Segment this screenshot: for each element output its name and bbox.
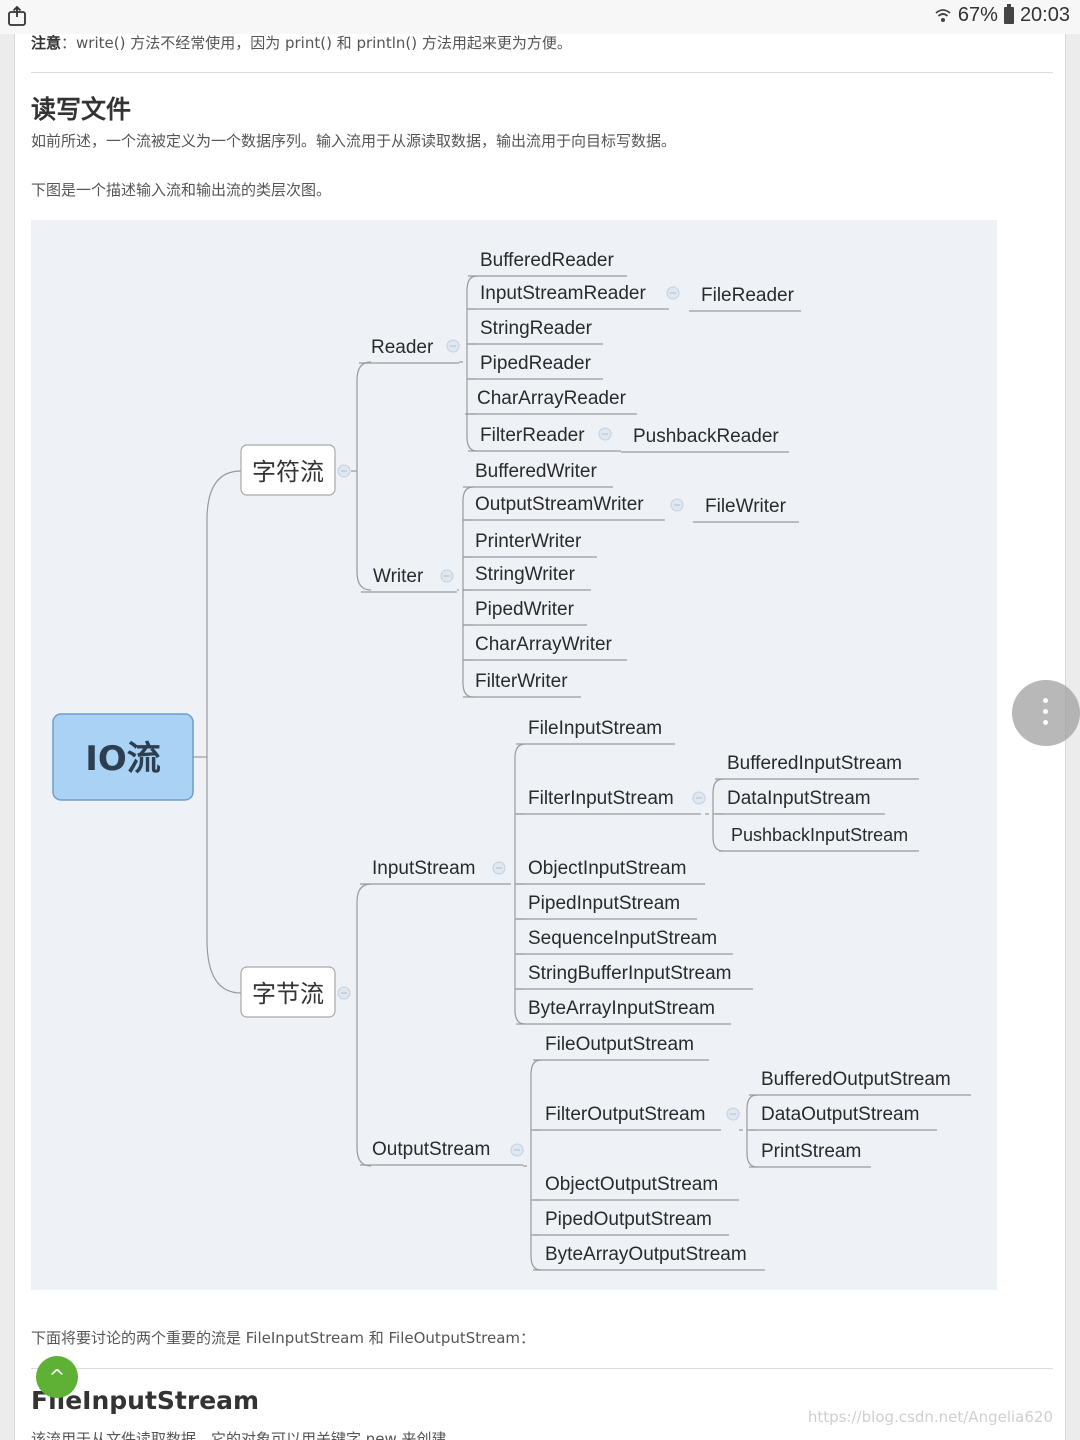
article: 注意：write() 方法不经常使用，因为 print() 和 println(… xyxy=(14,34,1066,1440)
section-title: 读写文件 xyxy=(31,95,132,124)
mindmap-node: CharArrayWriter xyxy=(475,634,613,655)
more-vertical-icon xyxy=(1043,698,1049,728)
root-node-label: IO流 xyxy=(85,739,161,779)
divider xyxy=(31,1368,1053,1369)
mindmap-node: PipedOutputStream xyxy=(545,1209,712,1230)
mindmap-node: PipedWriter xyxy=(475,599,575,620)
mindmap-node: OutputStream xyxy=(372,1139,490,1160)
mindmap-node: DataInputStream xyxy=(727,788,871,809)
mindmap-node: DataOutputStream xyxy=(761,1104,919,1125)
mindmap-node: FileReader xyxy=(701,285,795,306)
bracket xyxy=(356,883,372,1167)
char-stream-node-label: 字符流 xyxy=(252,458,324,486)
mindmap-node: BufferedInputStream xyxy=(727,753,902,774)
back-to-top-icon: ^ xyxy=(48,1365,66,1389)
mindmap-node: FileInputStream xyxy=(528,718,662,739)
bracket xyxy=(356,361,372,591)
bracket xyxy=(746,1094,758,1168)
fileinputstream-paragraph: 该流用于从文件读取数据，它的对象可以用关键字 new 来创建。 xyxy=(31,1430,462,1440)
byte-stream-node-label: 字节流 xyxy=(252,980,324,1008)
mindmap-node: FileWriter xyxy=(705,496,787,517)
note-text: ：write() 方法不经常使用，因为 print() 和 println() … xyxy=(61,34,572,52)
mindmap-node: Reader xyxy=(371,337,434,358)
status-bar: 67% 20:03 xyxy=(0,0,1080,34)
mindmap-node: PrintStream xyxy=(761,1141,861,1162)
mindmap-node: StringWriter xyxy=(475,564,576,585)
bracket xyxy=(206,470,242,994)
bracket xyxy=(530,1059,542,1271)
mindmap-node: StringReader xyxy=(480,318,593,339)
battery-percent: 67% xyxy=(957,4,998,26)
mindmap-node: FilterReader xyxy=(480,425,585,446)
mindmap-node: StringBufferInputStream xyxy=(528,963,731,984)
mindmap-node: OutputStreamWriter xyxy=(475,494,644,515)
more-options-button[interactable] xyxy=(1012,680,1080,746)
mindmap-node: ObjectInputStream xyxy=(528,858,686,879)
mindmap-node: PipedReader xyxy=(480,353,592,374)
battery-icon xyxy=(1003,4,1014,24)
mindmap-node: PushbackReader xyxy=(633,426,779,447)
mindmap-node: ObjectOutputStream xyxy=(545,1174,718,1195)
mindmap-node: FileOutputStream xyxy=(545,1034,694,1055)
mindmap-node: PipedInputStream xyxy=(528,893,680,914)
mindmap-node: SequenceInputStream xyxy=(528,928,717,949)
mindmap-node: PrinterWriter xyxy=(475,531,582,552)
back-to-top-button[interactable]: ^ xyxy=(36,1356,78,1398)
mindmap-node: BufferedOutputStream xyxy=(761,1069,951,1090)
mindmap-node: ByteArrayInputStream xyxy=(528,998,715,1019)
bracket xyxy=(462,486,474,698)
mindmap-node: FilterWriter xyxy=(475,671,568,692)
mindmap-node: FilterOutputStream xyxy=(545,1104,706,1125)
note-line: 注意：write() 方法不经常使用，因为 print() 和 println(… xyxy=(31,32,572,53)
char-stream-node xyxy=(240,444,336,496)
mindmap-node: FilterInputStream xyxy=(528,788,674,809)
diagram-caption: 下图是一个描述输入流和输出流的类层次图。 xyxy=(31,181,332,199)
byte-stream-node xyxy=(240,966,336,1018)
streams-paragraph: 下面将要讨论的两个重要的流是 FileInputStream 和 FileOut… xyxy=(31,1329,535,1347)
mindmap-node: BufferedReader xyxy=(480,250,614,271)
status-indicators: 67% 20:03 xyxy=(934,4,1070,27)
clock: 20:03 xyxy=(1019,4,1070,26)
mindmap-node: InputStream xyxy=(372,858,476,879)
note-label: 注意 xyxy=(31,34,62,52)
mindmap-node: PushbackInputStream xyxy=(731,825,908,845)
mindmap-node: InputStreamReader xyxy=(480,283,646,304)
intro-paragraph: 如前所述，一个流被定义为一个数据序列。输入流用于从源读取数据，输出流用于向目标写… xyxy=(31,132,677,150)
mindmap-node: BufferedWriter xyxy=(475,461,597,482)
bracket xyxy=(712,778,724,852)
bracket xyxy=(466,275,478,452)
share-icon[interactable] xyxy=(6,5,28,27)
divider xyxy=(31,72,1053,73)
watermark: https://blog.csdn.net/Angelia620 xyxy=(807,1408,1053,1426)
wifi-icon xyxy=(935,8,951,22)
mindmap-node: CharArrayReader xyxy=(477,388,627,409)
mindmap-node: ByteArrayOutputStream xyxy=(545,1244,747,1265)
mindmap-node: Writer xyxy=(373,566,424,587)
